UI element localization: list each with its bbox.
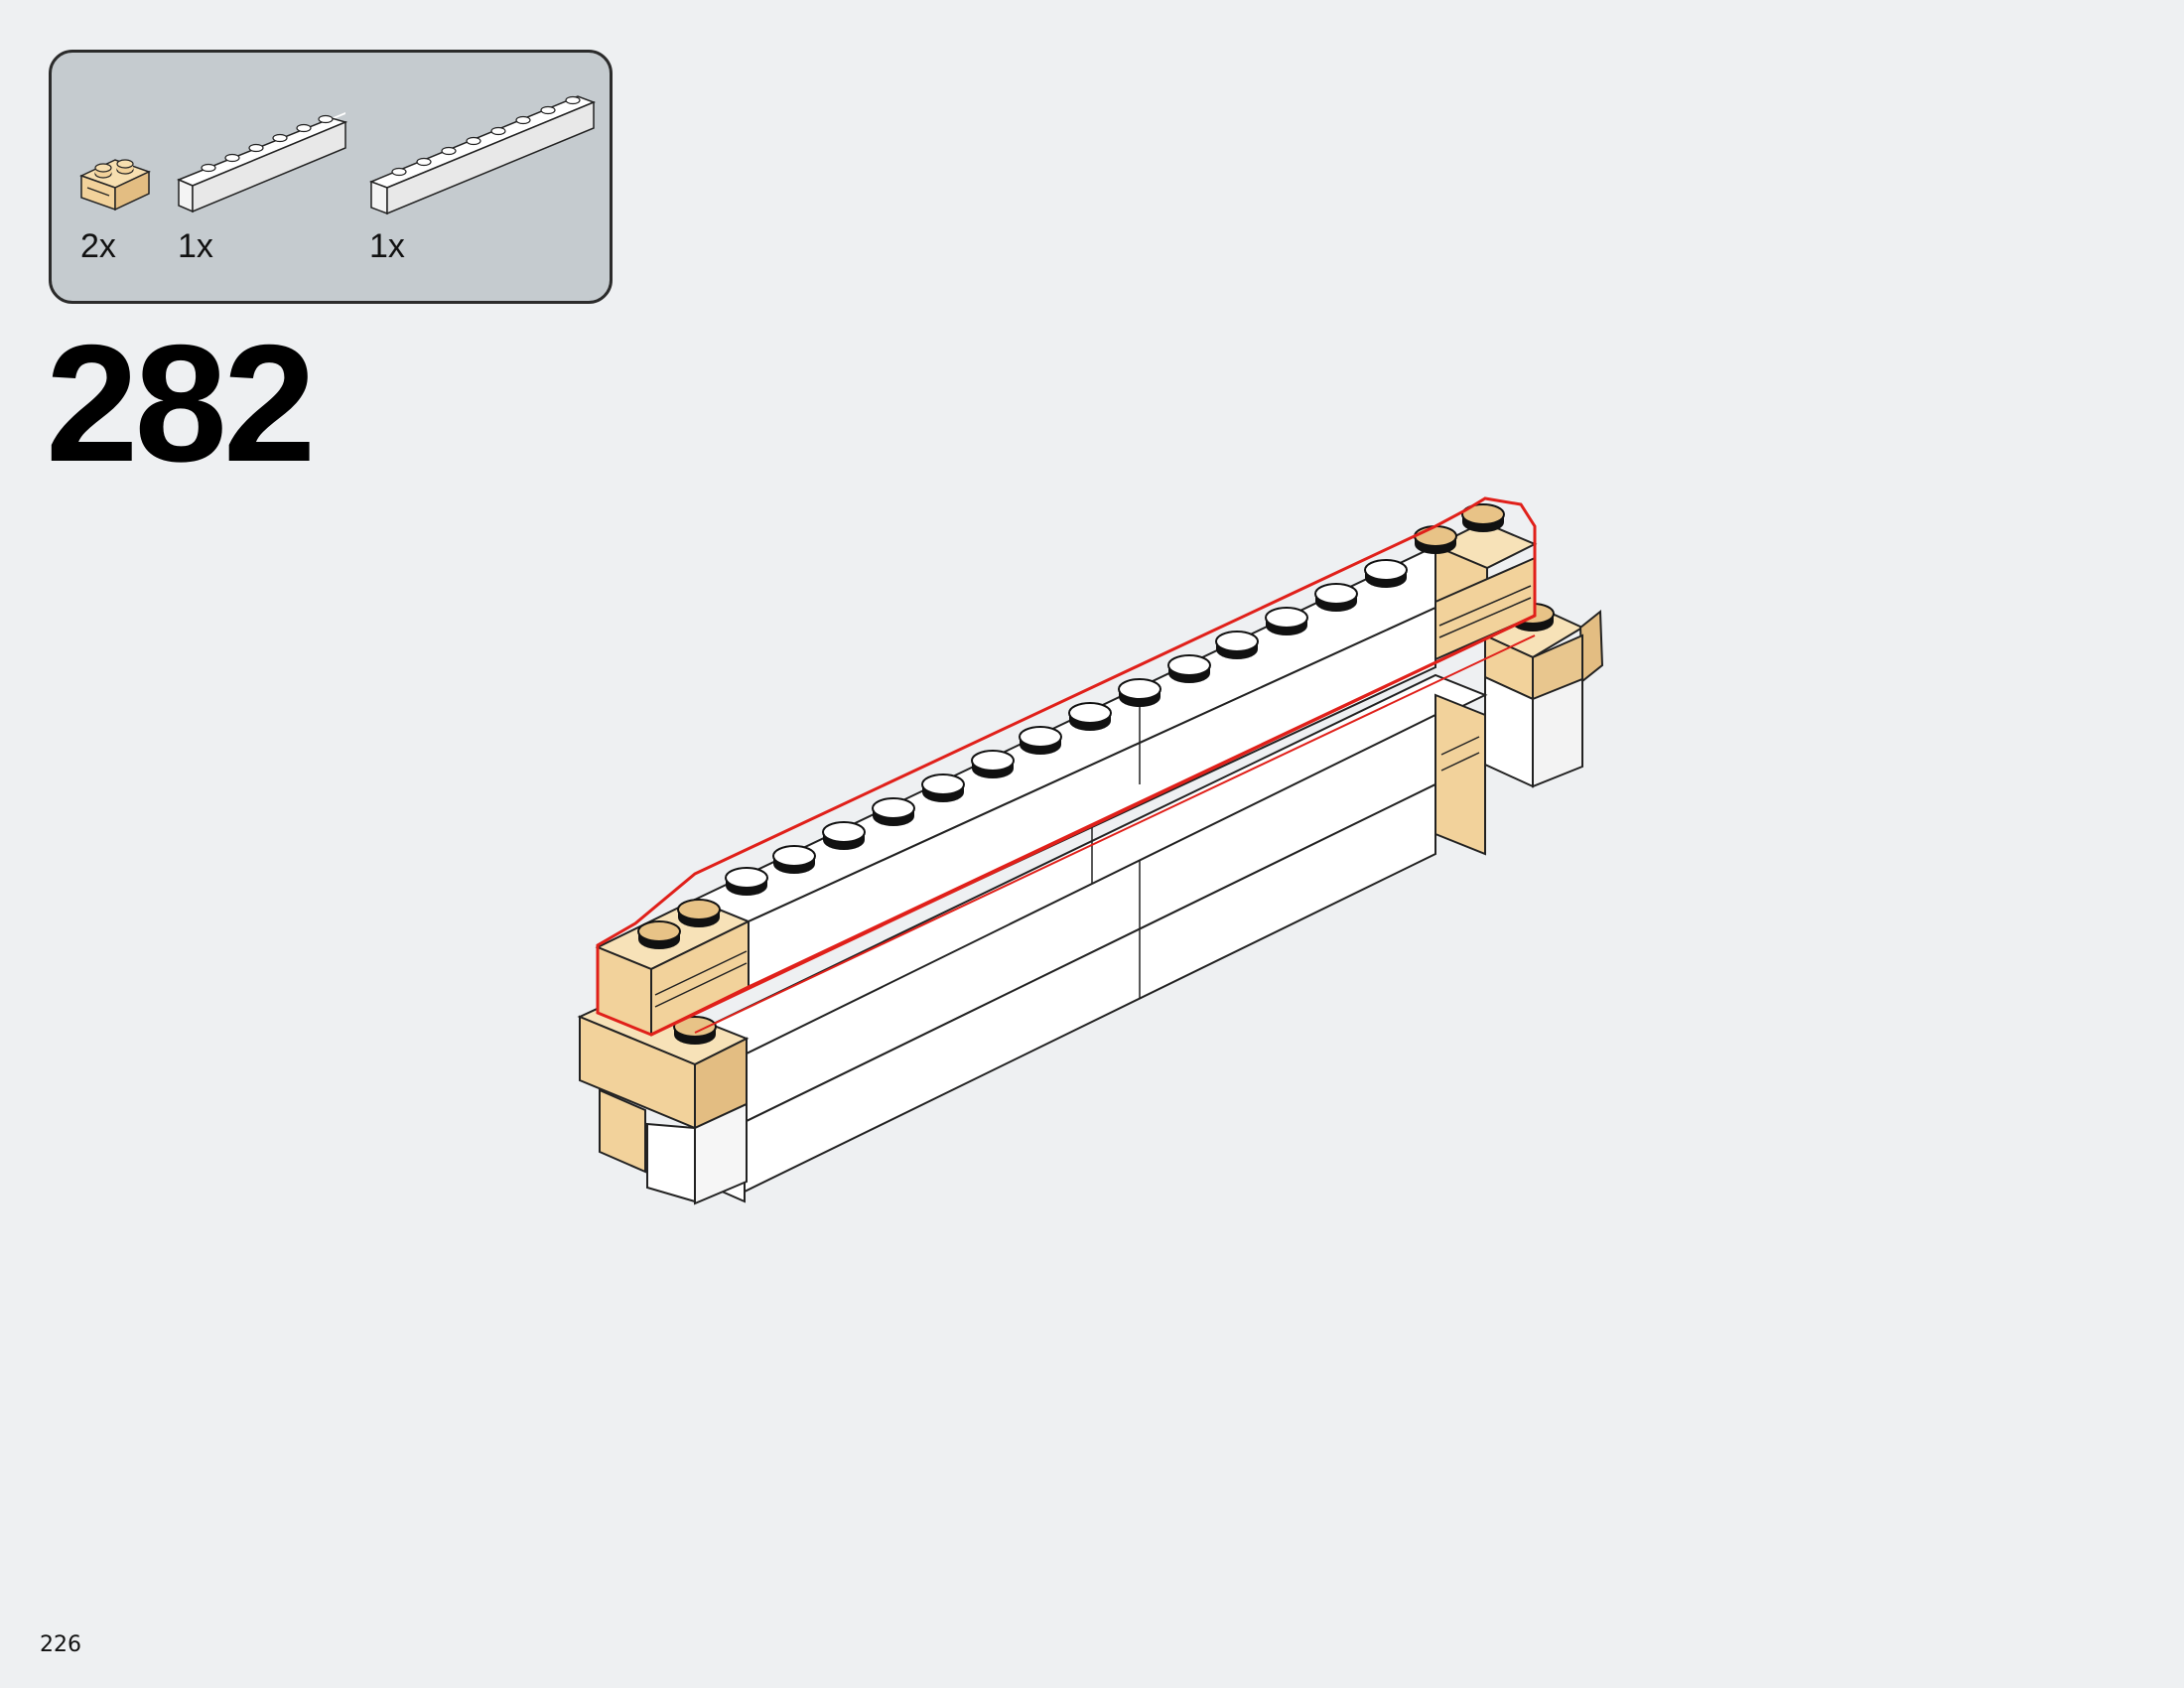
parts-callout: 2x 1x 1x: [49, 50, 613, 304]
part-tan-1x2-icon: [79, 159, 151, 211]
part-count-tan: 2x: [80, 227, 116, 265]
part-white-1x8-icon: [368, 95, 597, 215]
right-column: [1482, 603, 1604, 788]
page-number: 226: [40, 1632, 81, 1657]
part-white-1x6-icon: [177, 112, 348, 213]
new-parts-highlighted: [595, 496, 1538, 1037]
part-count-white-1x6: 1x: [178, 227, 213, 265]
step-number: 282: [46, 310, 316, 496]
part-count-white-1x8: 1x: [369, 227, 405, 265]
